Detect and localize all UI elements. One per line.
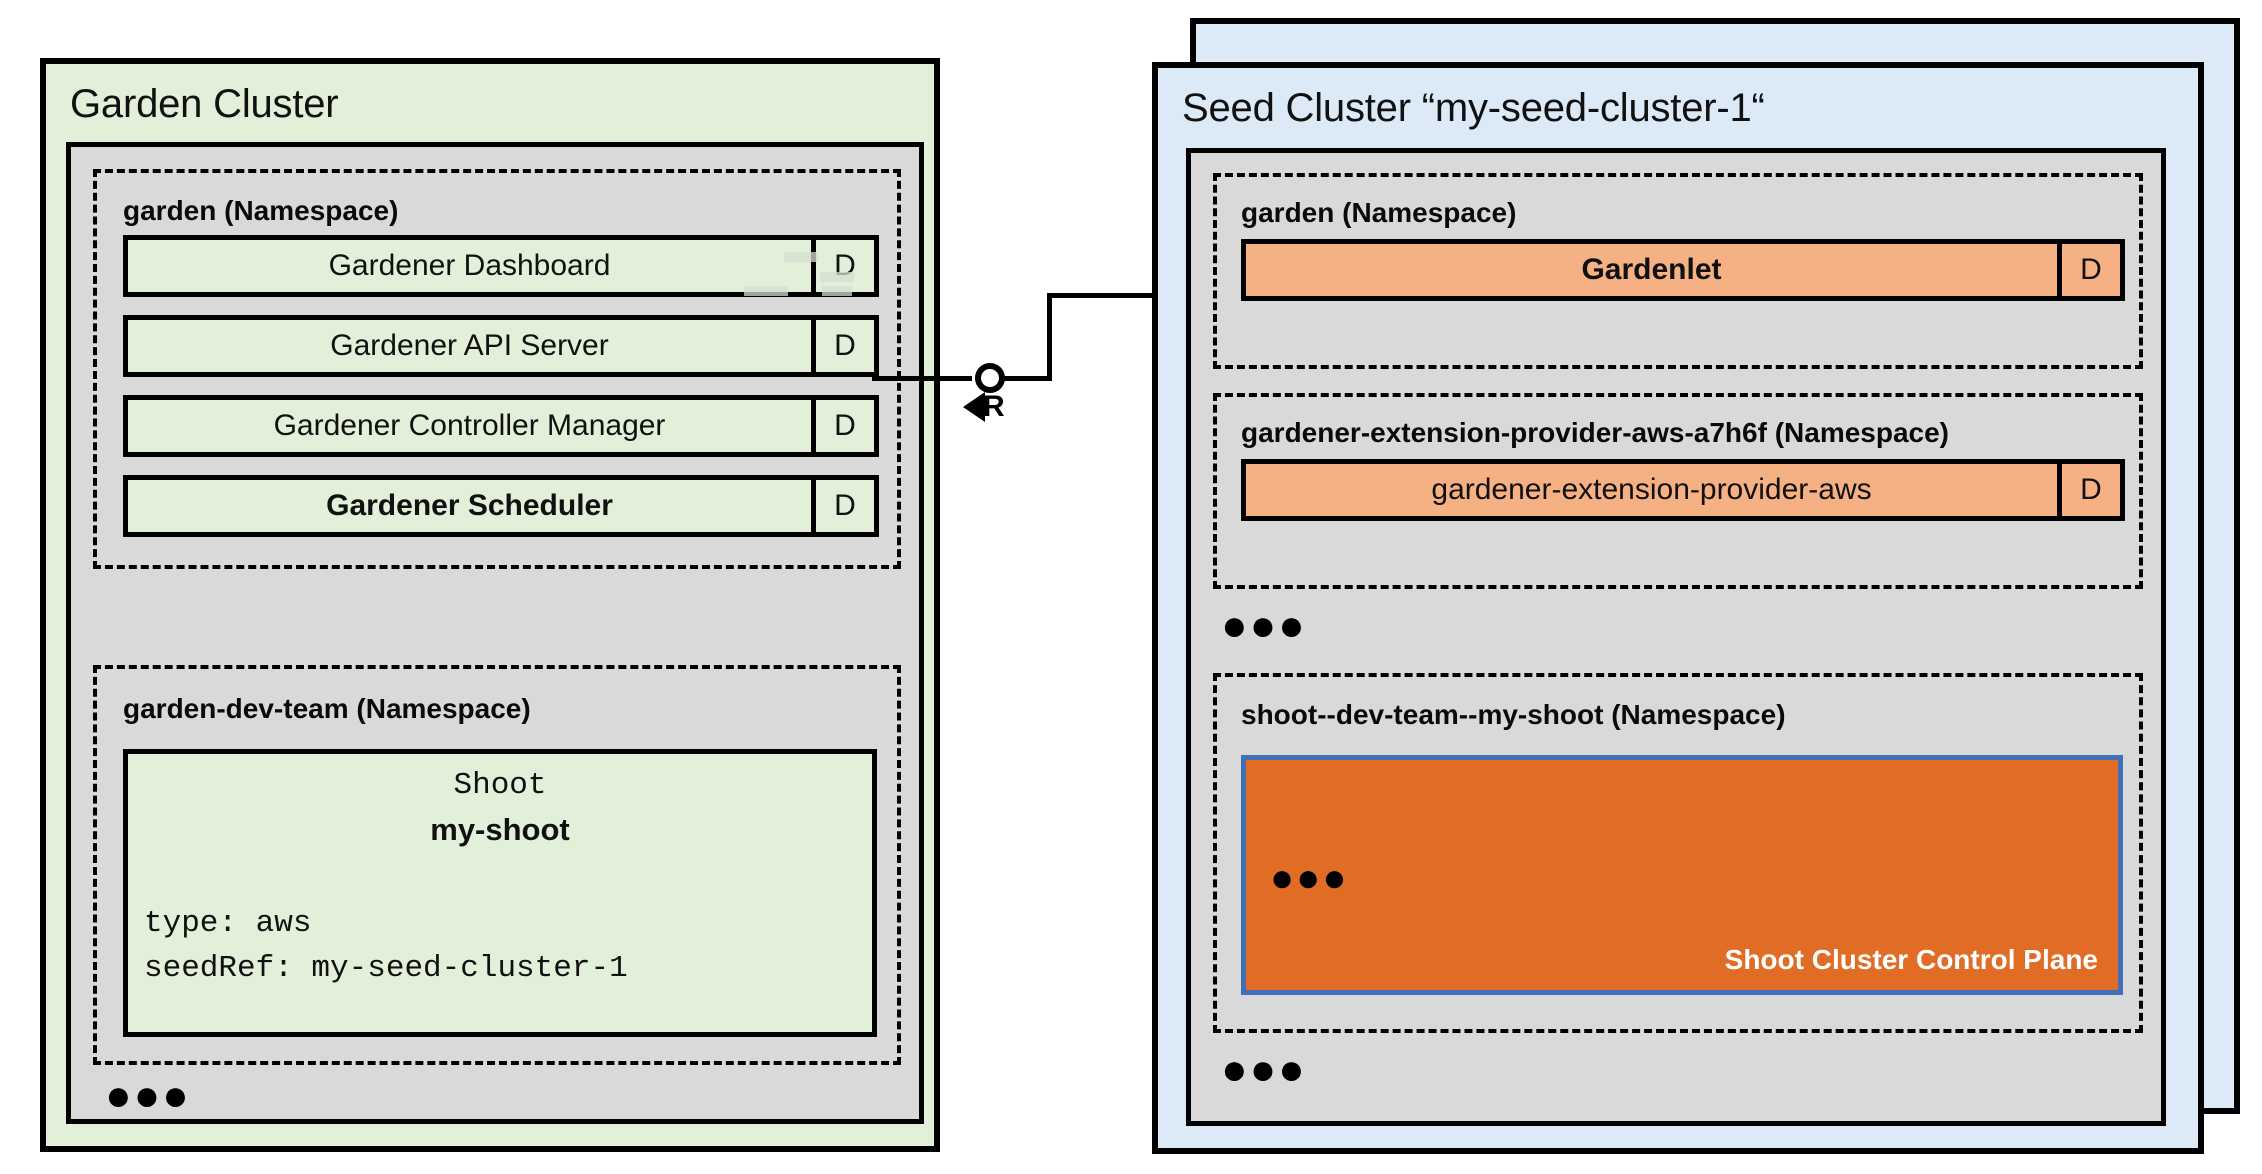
connector-line-segment (1047, 293, 1052, 381)
component-label: Gardener API Server (128, 320, 811, 372)
garden-cluster-more-indicator: ●●● (105, 1071, 191, 1120)
shoot-spec-fields: type: aws seedRef: my-seed-cluster-1 (144, 906, 628, 986)
seed-cluster-more-indicator-bottom: ●●● (1221, 1045, 1307, 1094)
deployment-badge: D (2057, 464, 2120, 516)
namespace-garden-in-seed-cluster: garden (Namespace) Gardenlet D (1213, 173, 2143, 369)
namespace-title: garden (Namespace) (123, 195, 399, 226)
namespace-title: garden-dev-team (Namespace) (123, 693, 531, 724)
shoot-name-label: my-shoot (430, 812, 570, 847)
garden-cluster-body: garden (Namespace) Gardener Dashboard D … (66, 142, 924, 1124)
namespace-garden-dev-team: garden-dev-team (Namespace) Shoot my-sho… (93, 665, 901, 1065)
connector-line-segment (1047, 293, 1243, 298)
dashboard-ghost-mark (744, 286, 788, 296)
deployment-badge: D (2057, 244, 2120, 296)
component-label: Gardener Controller Manager (128, 400, 811, 452)
required-interface-arrow-icon (963, 392, 985, 422)
control-plane-more-indicator: ●●● (1270, 856, 1349, 900)
connector-line-segment (1000, 376, 1052, 381)
component-gardener-api-server[interactable]: Gardener API Server D (123, 315, 879, 377)
component-label: Gardener Dashboard (128, 240, 811, 292)
component-gardener-controller-manager[interactable]: Gardener Controller Manager D (123, 395, 879, 457)
deployment-badge: D (811, 400, 874, 452)
dashboard-ghost-mark (784, 252, 818, 262)
namespace-garden-in-garden-cluster: garden (Namespace) Gardener Dashboard D … (93, 169, 901, 569)
required-interface-marker: R (963, 392, 1005, 422)
component-label: Gardenlet (1246, 244, 2057, 296)
component-gardener-scheduler[interactable]: Gardener Scheduler D (123, 475, 879, 537)
namespace-title: gardener-extension-provider-aws-a7h6f (N… (1241, 417, 1949, 448)
component-gardenlet[interactable]: Gardenlet D (1241, 239, 2125, 301)
namespace-gardener-extension-provider-aws: gardener-extension-provider-aws-a7h6f (N… (1213, 393, 2143, 589)
deployment-badge: D (811, 240, 874, 292)
component-label: Gardener Scheduler (128, 480, 811, 532)
control-plane-label: Shoot Cluster Control Plane (1724, 944, 2098, 975)
garden-cluster: Garden Cluster garden (Namespace) Garden… (40, 58, 940, 1152)
seed-cluster-body: garden (Namespace) Gardenlet D gardener-… (1186, 148, 2166, 1126)
connector-requires-label: R (983, 390, 1005, 423)
dashboard-ghost-mark (822, 286, 852, 296)
shoot-resource-card[interactable]: Shoot my-shoot type: aws seedRef: my-see… (123, 749, 877, 1037)
provided-interface-circle-icon (975, 363, 1005, 393)
shoot-kind-label: Shoot (453, 768, 547, 803)
component-gardener-dashboard[interactable]: Gardener Dashboard D (123, 235, 879, 297)
component-gardener-extension-provider-aws[interactable]: gardener-extension-provider-aws D (1241, 459, 2125, 521)
shoot-cluster-control-plane-box[interactable]: ●●● Shoot Cluster Control Plane (1241, 755, 2123, 995)
namespace-shoot-dev-team-my-shoot: shoot--dev-team--my-shoot (Namespace) ●●… (1213, 673, 2143, 1033)
seed-cluster-more-indicator-middle: ●●● (1221, 601, 1307, 650)
namespace-title: shoot--dev-team--my-shoot (Namespace) (1241, 699, 1786, 730)
connector-line-segment (872, 376, 972, 381)
component-label: gardener-extension-provider-aws (1246, 464, 2057, 516)
namespace-title: garden (Namespace) (1241, 197, 1517, 228)
seed-cluster: Seed Cluster “my-seed-cluster-1“ garden … (1152, 62, 2204, 1154)
seed-cluster-title: Seed Cluster “my-seed-cluster-1“ (1182, 86, 1765, 130)
dashboard-ghost-mark (820, 272, 854, 282)
garden-cluster-title: Garden Cluster (70, 82, 339, 126)
deployment-badge: D (811, 480, 874, 532)
deployment-badge: D (811, 320, 874, 372)
